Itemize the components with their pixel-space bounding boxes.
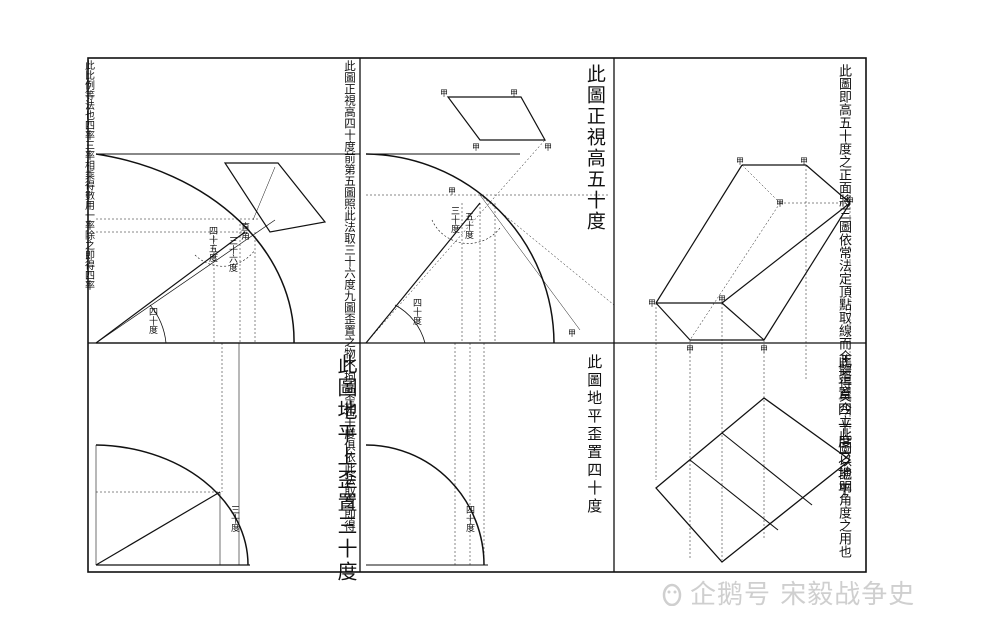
point-label-jia: 甲: [846, 197, 854, 206]
panel-top-right-figure: [655, 164, 851, 560]
caption-bottom-left: 此圖地平上歪置三十度: [334, 354, 358, 584]
point-label-jia: 甲: [648, 299, 656, 308]
angle-label-36: 三十六度: [227, 236, 237, 272]
plate-border: [87, 57, 867, 573]
point-label-jia: 甲: [686, 345, 694, 354]
caption-bottom-right: 此歪置四十度之地平: [836, 354, 852, 498]
point-label-jia: 甲: [544, 143, 552, 152]
angle-label-30-bottom: 三十度: [229, 505, 239, 532]
intro-caption: 此圖正視高四十度前第五圖照此法取三十六度九圖歪置之物不拘高歪若干度俱依此法取之即…: [343, 60, 357, 532]
proportion-table-text: 此比例等法也四率三率相乘得數用一率除之即得四率: [82, 60, 94, 290]
panel-top-middle-figure: [365, 96, 615, 344]
panel-bottom-left-figure: [95, 343, 250, 566]
point-label-jia: 甲: [568, 329, 576, 338]
panel-bottom-right-figure: [655, 397, 852, 563]
platform-watermark: 企鹅号 宋毅战争史: [660, 574, 915, 611]
point-label-jia: 甲: [448, 187, 456, 196]
point-label-jia: 甲: [776, 199, 784, 208]
point-label-jia: 甲: [736, 157, 744, 166]
angle-label-50-mid: 五十度: [463, 212, 473, 239]
angle-label-40-mid: 四十度: [411, 298, 421, 325]
angle-label-30-mid: 三十度: [449, 206, 459, 233]
point-label-jia: 甲: [760, 345, 768, 354]
point-label-jia: 甲: [718, 295, 726, 304]
angle-label-40-bottom: 四十度: [464, 505, 474, 532]
panel-bottom-middle-figure: [365, 343, 488, 566]
point-label-jia: 甲: [800, 157, 808, 166]
panel-top-left-figure: [95, 153, 360, 344]
point-label-jia: 甲: [440, 89, 448, 98]
caption-top-right: 此圖即高五十度之正面將三圖依常法定頂點取線而全體得矣今立此圖以證明角度之用也: [836, 64, 851, 558]
watermark-text: 企鹅号 宋毅战争史: [690, 580, 916, 610]
caption-top-middle: 此圖正視高五十度: [583, 64, 606, 232]
point-label-jia: 甲: [472, 143, 480, 152]
caption-bottom-middle: 此圖地平歪置四十度: [585, 354, 604, 516]
point-label-jia: 甲: [510, 89, 518, 98]
penguin-logo-icon: [660, 582, 684, 607]
angle-label-45: 四十五度: [207, 226, 217, 262]
right-angle-label: 直角: [239, 222, 249, 240]
angle-label-40: 四十度: [147, 307, 157, 334]
